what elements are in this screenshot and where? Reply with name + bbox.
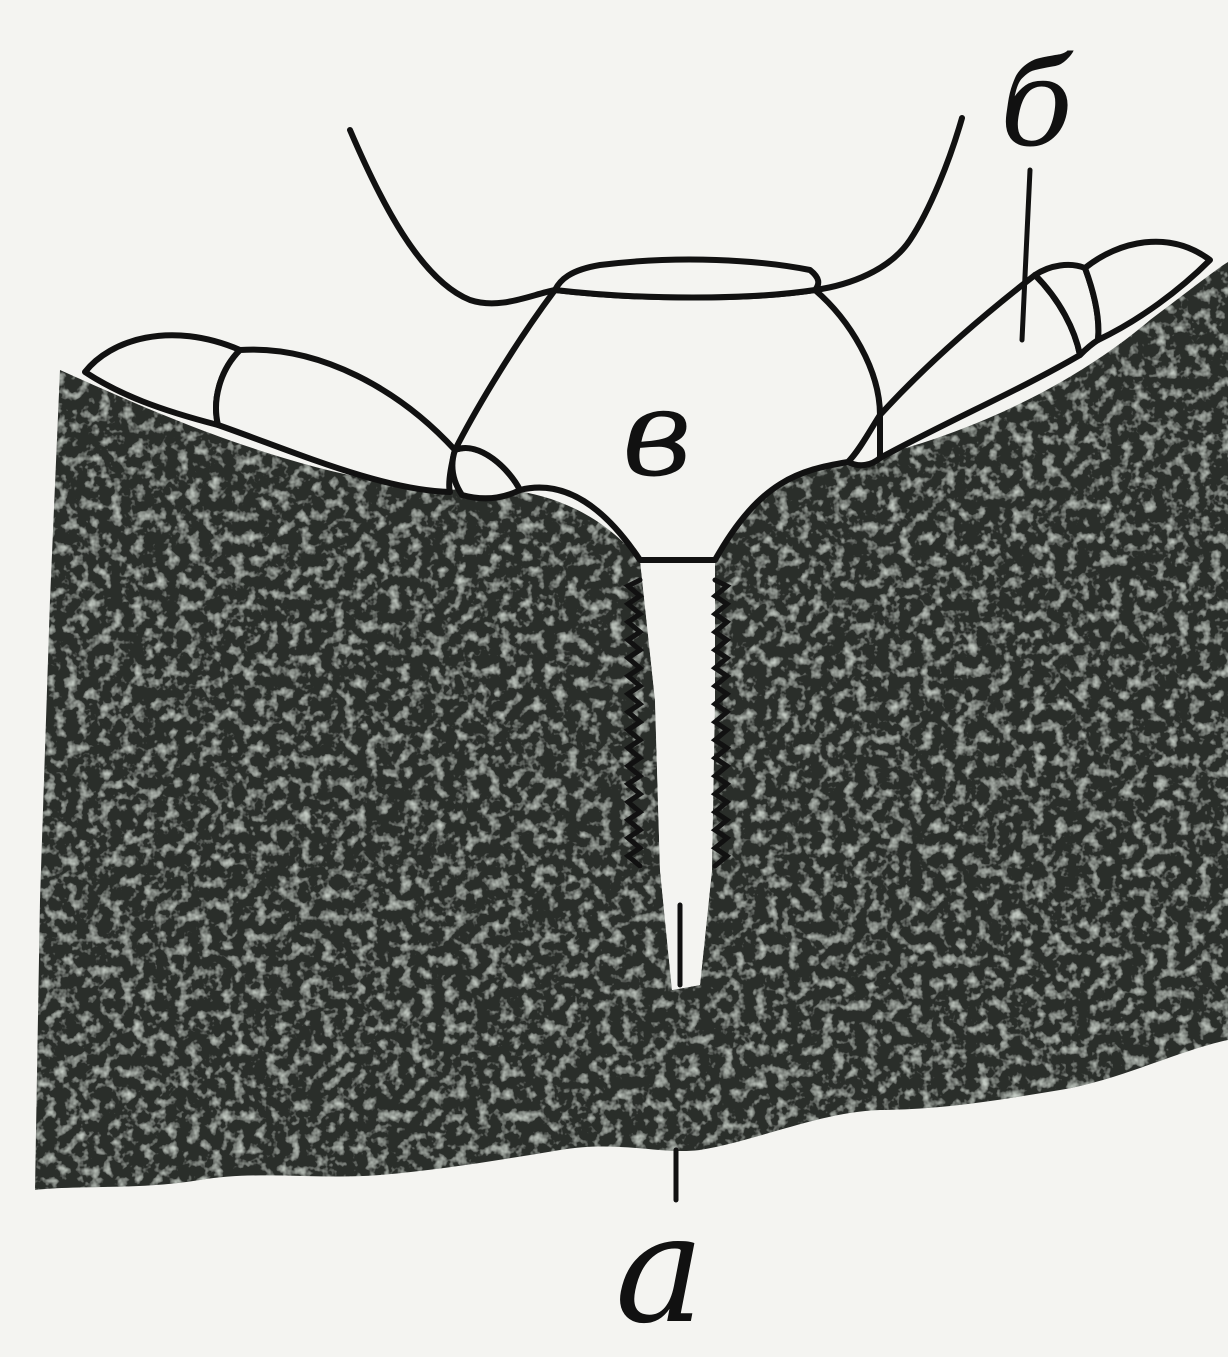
- label-a: а: [615, 1195, 704, 1345]
- label-b: б: [1000, 45, 1073, 165]
- top-cell: [555, 260, 818, 298]
- label-v: в: [622, 375, 692, 495]
